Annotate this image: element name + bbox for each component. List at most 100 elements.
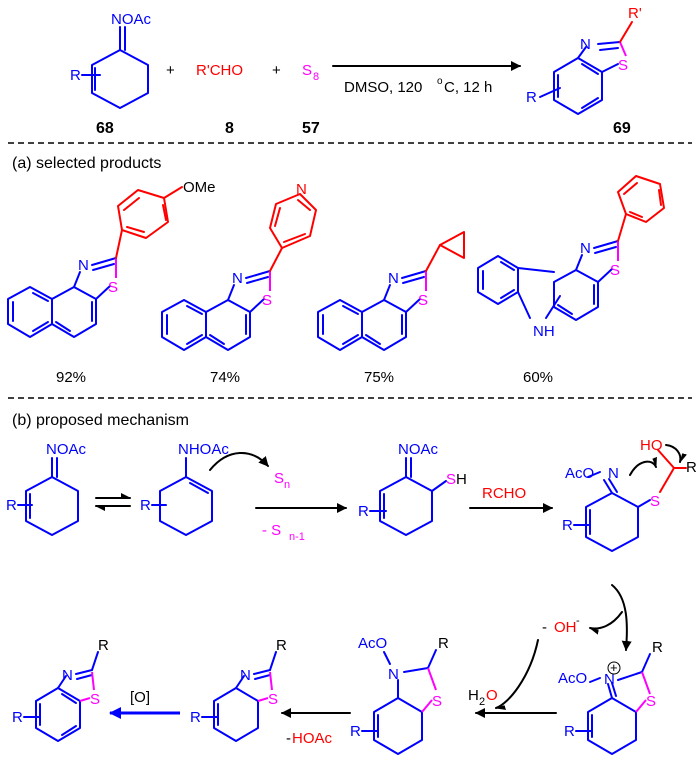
mechanism-oxime: NOAc R [6, 441, 87, 536]
oxime-reactant-68: NOAc R [70, 11, 152, 109]
svg-text:o: o [437, 76, 443, 87]
svg-text:S: S [90, 691, 100, 708]
mechanism-dihydrobenzothiazole: N R S R [190, 637, 287, 742]
svg-text:S: S [268, 691, 278, 708]
svg-text:R: R [358, 503, 369, 520]
svg-text:R: R [686, 459, 697, 476]
svg-text:S: S [302, 62, 312, 79]
svg-text:R: R [12, 709, 23, 726]
product-3-yield: 75% [364, 369, 394, 386]
svg-text:OH: OH [554, 619, 577, 636]
product-1-yield: 92% [56, 369, 86, 386]
mechanism-hemithioacetal: N AcO S HO R R [562, 437, 697, 552]
svg-text:R: R [562, 517, 573, 534]
mechanism-final-benzothiazole: N R S R [12, 637, 109, 742]
svg-text:NOAc: NOAc [46, 441, 87, 458]
product-2-yield: 74% [210, 369, 240, 386]
svg-text:S: S [610, 262, 620, 279]
compound-number-8: 8 [225, 120, 234, 137]
svg-text:AcO: AcO [358, 635, 387, 652]
svg-text:n: n [284, 479, 290, 491]
svg-text:S: S [446, 471, 456, 488]
svg-text:N: N [232, 270, 243, 287]
mechanism-thiol: NOAc S H R [358, 441, 467, 536]
svg-text:S: S [262, 292, 272, 309]
oxime-group-label: NOAc [111, 11, 152, 28]
acetic-acid-loss: - HOAc [286, 730, 333, 747]
svg-text:NHOAc: NHOAc [178, 441, 229, 458]
svg-text:R: R [438, 635, 449, 652]
pyridine-nitrogen: N [296, 181, 307, 198]
compound-number-69: 69 [613, 120, 631, 137]
svg-text:HO: HO [640, 437, 663, 454]
section-b-title: (b) proposed mechanism [12, 412, 189, 429]
svg-text:DMSO, 120: DMSO, 120 [344, 79, 422, 96]
svg-text:-: - [542, 619, 547, 636]
svg-text:R: R [190, 709, 201, 726]
svg-text:N: N [580, 36, 591, 53]
svg-text:S: S [108, 279, 118, 296]
svg-text:R: R [276, 637, 287, 654]
svg-text:R: R [526, 89, 537, 106]
compound-number-68: 68 [96, 120, 114, 137]
sulfur-sn: S [274, 470, 284, 487]
sulfur-reagent: S 8 [302, 62, 319, 83]
svg-text:- S: - S [262, 522, 281, 539]
svg-text:O: O [486, 687, 498, 704]
oxidant-label: [O] [130, 689, 150, 706]
svg-text:R: R [6, 497, 17, 514]
svg-text:-: - [576, 615, 580, 627]
svg-text:AcO: AcO [565, 465, 594, 482]
aldehyde-label: R'CHO [196, 62, 243, 79]
svg-text:S: S [618, 57, 628, 74]
benzothiazole-product-69: N S R' R [526, 5, 642, 115]
water-addition: H 2 O [468, 687, 498, 708]
svg-text:S: S [418, 292, 428, 309]
svg-text:N: N [62, 667, 73, 684]
svg-text:NOAc: NOAc [398, 441, 439, 458]
svg-text:H: H [468, 687, 479, 704]
svg-text:R: R [98, 637, 109, 654]
mechanism-n-acetoxy-intermediate: N AcO R S R [350, 635, 449, 755]
svg-text:C, 12 h: C, 12 h [444, 79, 492, 96]
svg-text:N: N [608, 465, 619, 482]
svg-text:S: S [432, 693, 442, 710]
svg-text:S: S [650, 493, 660, 510]
svg-text:R: R [350, 723, 361, 740]
svg-text:H: H [456, 471, 467, 488]
product-3-structure: N S [317, 231, 465, 351]
plus-sign-2: + [272, 62, 281, 79]
hydroxide-loss: - OH - [542, 615, 580, 636]
product-1-structure: N S OMe [7, 179, 216, 338]
svg-text:N: N [388, 270, 399, 287]
section-a-title: (a) selected products [12, 155, 161, 172]
product-1-substituent: OMe [183, 179, 216, 196]
svg-text:N: N [580, 240, 591, 257]
svg-text:HOAc: HOAc [292, 730, 333, 747]
svg-text:-: - [286, 730, 291, 747]
mechanism-iminium: N + AcO R S R [558, 639, 663, 755]
substituent-r-label: R [70, 67, 81, 84]
compound-number-57: 57 [302, 120, 320, 137]
svg-text:R: R [652, 639, 663, 656]
product-2-structure: N S N [161, 181, 317, 351]
svg-text:R: R [140, 497, 151, 514]
mechanism-enamine: NHOAc R [140, 441, 269, 536]
arrow-dehydration [611, 584, 632, 651]
carbazole-nitrogen: NH [533, 323, 555, 340]
plus-sign-1: + [166, 62, 175, 79]
sulfur-byproduct: - S n-1 [262, 522, 305, 543]
svg-text:R: R [564, 723, 575, 740]
svg-text:8: 8 [313, 71, 319, 83]
svg-text:+: + [610, 660, 618, 675]
svg-text:S: S [646, 693, 656, 710]
tautomer-equilibrium-arrows [95, 493, 131, 511]
product-4-yield: 60% [523, 369, 553, 386]
svg-text:n-1: n-1 [289, 531, 305, 543]
svg-text:AcO: AcO [558, 670, 587, 687]
svg-text:2: 2 [479, 696, 485, 708]
rcho-reagent: RCHO [482, 485, 526, 502]
reaction-conditions: DMSO, 120 o C, 12 h [344, 76, 492, 96]
svg-text:N: N [388, 666, 399, 683]
product-4-structure: N S NH [477, 175, 665, 340]
